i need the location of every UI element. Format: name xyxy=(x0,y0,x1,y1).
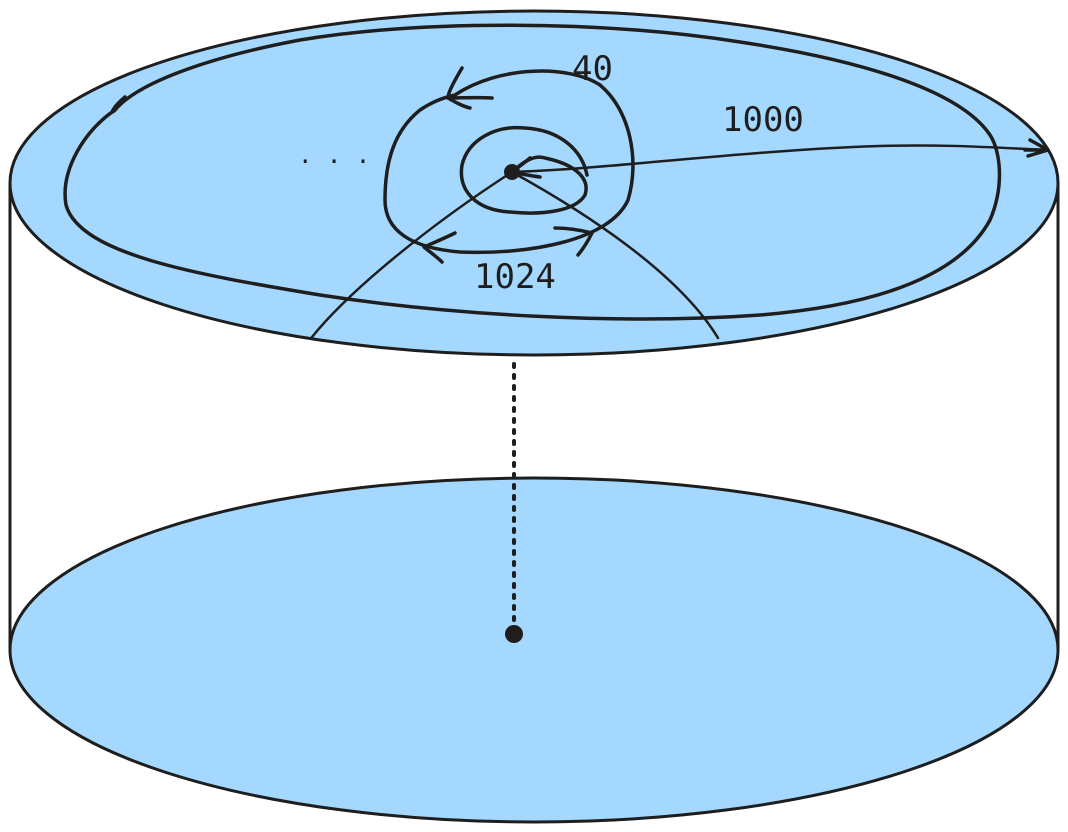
outer-spiral-loop xyxy=(63,23,1002,321)
bottom-center-point xyxy=(505,625,523,643)
label-turn-width: 40 xyxy=(572,49,613,89)
bottom-disk xyxy=(8,476,1060,824)
label-radius: 1000 xyxy=(722,100,804,140)
arrowhead-middle-top xyxy=(446,66,494,110)
label-turns: 1024 xyxy=(474,257,556,297)
cone-line-right xyxy=(510,170,720,340)
middle-spiral-loop xyxy=(383,69,635,255)
arrowhead-middle-bottom-right xyxy=(553,226,594,257)
label-ellipsis: . . . xyxy=(298,141,370,169)
radius-line xyxy=(511,144,1050,174)
inner-spiral-loop xyxy=(459,125,589,215)
arrowhead-middle-bottom-left xyxy=(422,231,457,264)
radius-arrowhead xyxy=(1023,138,1050,158)
cone-line-left xyxy=(310,170,514,339)
outer-loop-tail xyxy=(110,95,127,114)
top-center-point xyxy=(504,164,520,180)
